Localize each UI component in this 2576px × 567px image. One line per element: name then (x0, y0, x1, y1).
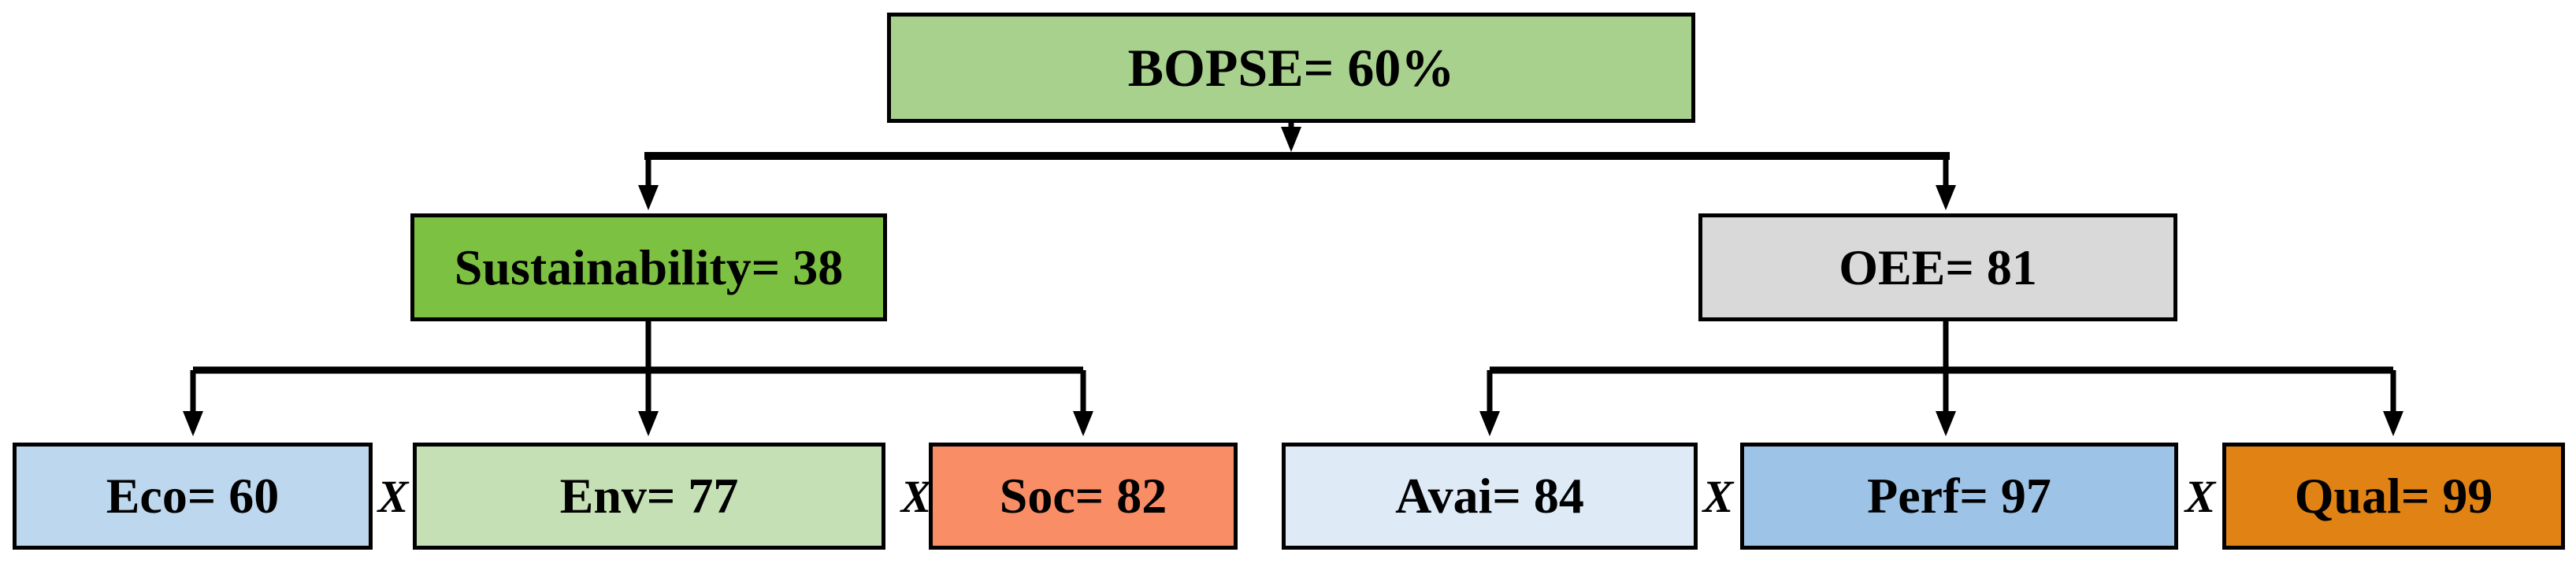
node-oee-label: OEE= 81 (1839, 239, 2037, 295)
node-env-label: Env= 77 (559, 468, 739, 524)
node-soc: Soc= 82 (929, 443, 1238, 550)
node-sustainability: Sustainability= 38 (410, 213, 887, 321)
arrowhead-qual (2383, 411, 2403, 436)
node-perf: Perf= 97 (1740, 443, 2178, 550)
node-env: Env= 77 (413, 443, 885, 550)
multiply-sign-avai-perf: X (1702, 470, 1734, 522)
node-bopse: BOPSE= 60% (887, 13, 1695, 123)
node-soc-label: Soc= 82 (999, 468, 1167, 524)
node-avai: Avai= 84 (1282, 443, 1698, 550)
node-eco: Eco= 60 (13, 443, 373, 550)
node-bopse-label: BOPSE= 60% (1127, 38, 1455, 98)
arrowhead-soc (1073, 411, 1093, 436)
multiply-sign-eco-env: X (377, 470, 409, 522)
arrowhead-oee (1936, 185, 1956, 210)
arrowhead-sustainability (638, 185, 659, 210)
node-avai-label: Avai= 84 (1395, 468, 1584, 524)
node-sustainability-label: Sustainability= 38 (454, 239, 844, 295)
node-perf-label: Perf= 97 (1867, 468, 2051, 524)
arrowhead-env (638, 411, 659, 436)
node-qual-label: Qual= 99 (2294, 468, 2493, 524)
arrowhead-root-split (1281, 127, 1301, 152)
arrowhead-perf (1936, 411, 1956, 436)
node-eco-label: Eco= 60 (106, 468, 280, 524)
arrowhead-eco (183, 411, 203, 436)
multiply-sign-env-soc: X (900, 470, 932, 522)
node-oee: OEE= 81 (1698, 213, 2177, 321)
node-qual: Qual= 99 (2222, 443, 2565, 550)
arrowhead-avai (1479, 411, 1500, 436)
multiply-sign-perf-qual: X (2184, 470, 2216, 522)
